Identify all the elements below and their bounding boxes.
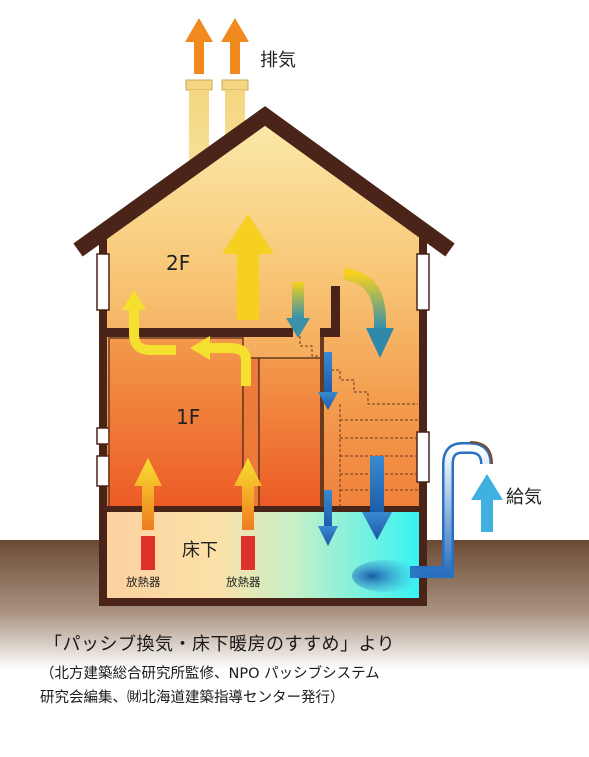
radiator-right xyxy=(241,536,255,570)
supply-air-pipe xyxy=(352,441,493,592)
roof xyxy=(73,106,455,257)
radiator-right-label: 放熱器 xyxy=(226,575,261,589)
curve-down-arrow xyxy=(343,268,386,330)
up-arrow-left xyxy=(134,458,162,530)
house-walls xyxy=(99,232,427,606)
up-arrow-right xyxy=(234,458,262,530)
caption-title: 「パッシブ換気・床下暖房のすすめ」より xyxy=(44,634,396,655)
central-up-arrow xyxy=(222,214,274,320)
caption-line-1: （北方建築総合研究所監修、NPO パッシブシステム xyxy=(40,666,380,682)
radiators xyxy=(141,536,255,570)
cool-down-arrows xyxy=(318,352,392,546)
floor-2f-label: 2F xyxy=(166,251,190,275)
underfloor-label: 床下 xyxy=(182,540,218,561)
flow-arrows-upper xyxy=(129,306,251,386)
radiator-left-label: 放熱器 xyxy=(126,575,161,589)
staircase xyxy=(299,336,418,506)
radiator-left xyxy=(141,536,155,570)
caption-line-2: 研究会編集、㈶北海道建築指導センター発行） xyxy=(40,690,345,706)
down-arrow-stair-top xyxy=(286,282,310,338)
supply-label: 給気 xyxy=(506,487,542,508)
supply-arrow xyxy=(471,474,503,532)
floor-1f-label: 1F xyxy=(176,405,200,429)
first-floor-rooms xyxy=(108,337,322,509)
floor-slab xyxy=(107,286,421,512)
exhaust-arrows xyxy=(185,18,249,74)
exhaust-label: 排気 xyxy=(260,50,296,71)
